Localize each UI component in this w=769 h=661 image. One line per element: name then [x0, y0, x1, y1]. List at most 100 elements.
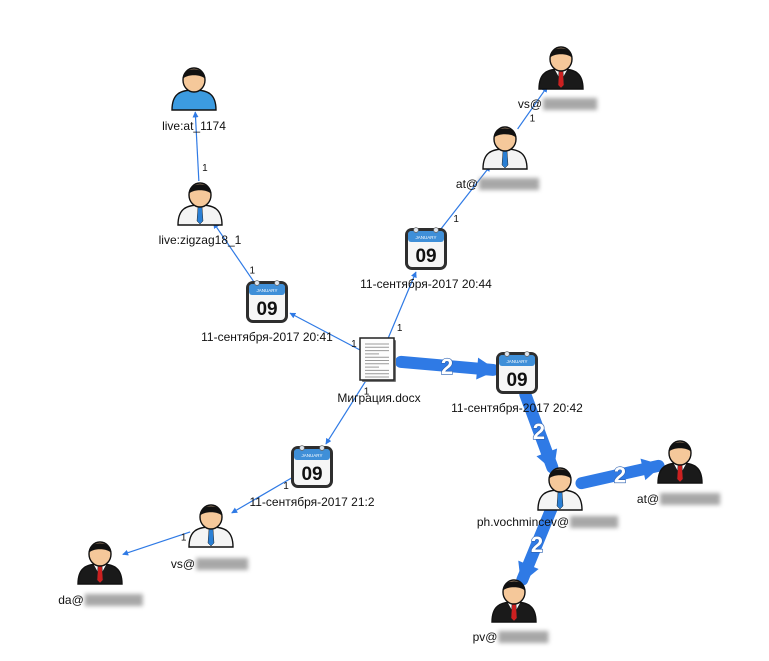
node-label-text: 11-сентября-2017 20:44 — [360, 277, 492, 291]
edge-ph-pv: 2 — [516, 502, 558, 586]
document-icon[interactable] — [359, 337, 396, 382]
edge-doc-cal_2044: 1 — [386, 271, 417, 340]
user-tie-icon[interactable] — [537, 467, 583, 511]
edge-live_zigzag-live_at: 1 — [192, 111, 208, 182]
node-label-pv: pv@ — [473, 630, 549, 644]
edge-weight: 1 — [351, 339, 357, 350]
labels-layer: Миграция.docx 11-сентября-2017 20:44 11-се… — [58, 97, 721, 644]
edge-line — [386, 271, 417, 340]
user-tie-icon[interactable] — [177, 182, 223, 226]
edge-weight: 1 — [250, 266, 256, 277]
edge-line — [325, 378, 368, 445]
node-label-text: pv@ — [473, 630, 498, 644]
edge-line — [122, 531, 191, 556]
edge-weight: 1 — [453, 214, 459, 225]
edge-weight: 1 — [181, 532, 187, 543]
calendar-day: 09 — [415, 246, 436, 267]
edge-cal_2044-at_top: 1 — [440, 165, 491, 230]
edge-weight: 2 — [531, 532, 543, 557]
edge-line — [517, 86, 548, 130]
edge-line — [231, 477, 292, 514]
node-label-ph: ph.vochmincev@ — [477, 515, 619, 529]
user-blue-icon[interactable] — [171, 67, 217, 111]
node-label-text: da@ — [58, 593, 84, 607]
node-label-text: ph.vochmincev@ — [477, 515, 569, 529]
calendar-icon[interactable]: JANUARY 09 — [405, 227, 447, 270]
redacted-text — [660, 493, 721, 505]
node-label-text: at@ — [637, 492, 659, 506]
node-label-text: at@ — [456, 177, 478, 191]
edge-arrowhead — [476, 357, 498, 380]
calendar-month: JANUARY — [302, 453, 323, 458]
redacted-text — [196, 558, 249, 570]
node-label-text: 11-сентября-2017 20:42 — [451, 401, 583, 415]
calendar-day: 09 — [301, 464, 322, 485]
edge-weight: 1 — [364, 386, 370, 397]
edge-weight: 1 — [283, 481, 289, 492]
edge-line — [192, 111, 200, 182]
node-label-cal_212: 11-сентября-2017 21:2 — [249, 495, 374, 509]
edge-doc-cal_212: 1 — [325, 378, 370, 445]
edge-weight: 2 — [441, 354, 453, 379]
edge-weight: 1 — [397, 323, 403, 334]
calendar-month: JANUARY — [416, 235, 437, 240]
node-label-text: live:at_1174 — [162, 119, 226, 133]
calendar-icon[interactable]: JANUARY 09 — [496, 351, 538, 394]
node-label-text: 11-сентября-2017 21:2 — [249, 495, 374, 509]
node-label-vs_bottom: vs@ — [171, 557, 249, 571]
node-label-text: Миграция.docx — [337, 391, 420, 405]
node-label-vs_top: vs@ — [518, 97, 598, 111]
edge-at_top-vs_top: 1 — [517, 86, 548, 130]
edge-arrowhead — [518, 560, 539, 584]
edge-cal_2041-live_zigzag: 1 — [213, 222, 256, 282]
calendar-day: 09 — [506, 370, 527, 391]
node-label-live_zigzag: live:zigzag18_1 — [159, 233, 242, 247]
user-red-tie-icon[interactable] — [538, 46, 584, 90]
node-label-da: da@ — [58, 593, 143, 607]
node-label-text: 11-сентября-2017 20:41 — [201, 330, 333, 344]
node-label-at_top: at@ — [456, 177, 540, 191]
user-tie-icon[interactable] — [188, 504, 234, 548]
edges-layer: 1 1 1 1 1 1 2 2 2 2 1 1 1 — [122, 86, 665, 586]
edge-weight: 2 — [533, 419, 545, 444]
node-label-text: vs@ — [171, 557, 195, 571]
calendar-month: JANUARY — [257, 288, 278, 293]
node-label-live_at: live:at_1174 — [162, 119, 226, 133]
edge-line — [289, 312, 360, 351]
calendar-icon[interactable]: JANUARY 09 — [246, 280, 288, 323]
edge-weight: 2 — [614, 463, 626, 488]
edge-line — [440, 165, 491, 230]
node-label-text: live:zigzag18_1 — [159, 233, 242, 247]
user-red-tie-icon[interactable] — [657, 440, 703, 484]
edge-doc-cal_2041: 1 — [289, 312, 360, 351]
edge-doc-cal_2042: 2 — [394, 353, 500, 380]
node-label-text: vs@ — [518, 97, 542, 111]
calendar-day: 09 — [256, 299, 277, 320]
edge-line — [213, 222, 254, 282]
edge-weight: 1 — [530, 114, 536, 125]
node-label-doc: Миграция.docx — [337, 391, 420, 405]
edge-cal_2042-ph: 2 — [519, 388, 559, 474]
redacted-text — [498, 631, 549, 643]
edge-ph-at_right: 2 — [575, 458, 665, 490]
edge-arrowhead — [640, 458, 663, 481]
node-label-cal_2042: 11-сентября-2017 20:42 — [451, 401, 583, 415]
calendar-month: JANUARY — [507, 359, 528, 364]
edge-weight: 1 — [202, 163, 208, 174]
node-label-at_right: at@ — [637, 492, 721, 506]
redacted-text — [570, 516, 619, 528]
redacted-text — [84, 594, 143, 606]
edge-cal_212-vs_bottom: 1 — [231, 477, 292, 514]
redacted-text — [543, 98, 598, 110]
user-red-tie-icon[interactable] — [491, 579, 537, 623]
calendar-icon[interactable]: JANUARY 09 — [291, 445, 333, 488]
user-tie-icon[interactable] — [482, 126, 528, 170]
edge-arrowhead — [536, 448, 558, 472]
redacted-text — [479, 178, 540, 190]
user-red-tie-icon[interactable] — [77, 541, 123, 585]
edge-vs_bottom-da: 1 — [122, 531, 191, 556]
node-label-cal_2044: 11-сентября-2017 20:44 — [360, 277, 492, 291]
node-label-cal_2041: 11-сентября-2017 20:41 — [201, 330, 333, 344]
